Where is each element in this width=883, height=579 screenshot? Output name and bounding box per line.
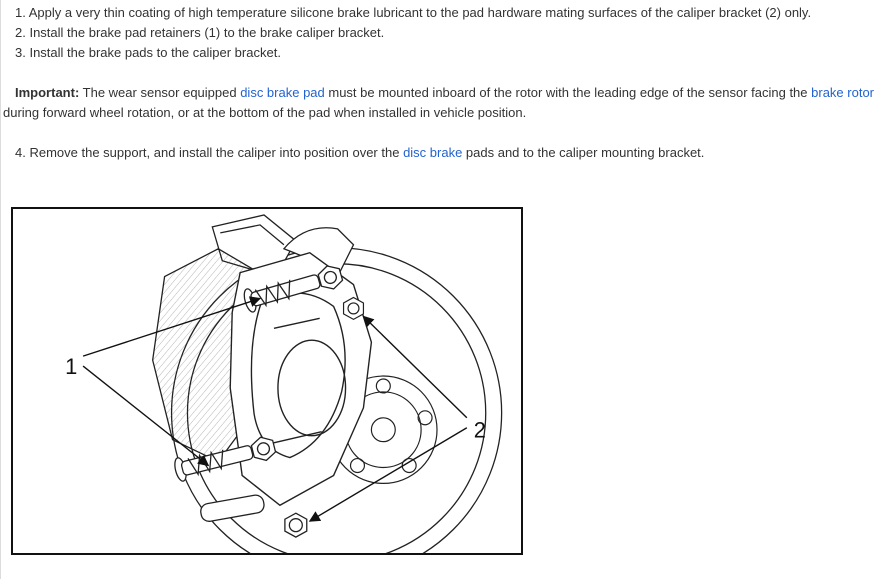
brake-caliper-figure: 1 2 (11, 207, 523, 555)
step-3: 3. Install the brake pads to the caliper… (3, 43, 877, 63)
caliper-bolt-lower (200, 494, 308, 538)
link-brake-rotor[interactable]: brake rotor (811, 85, 875, 100)
important-text-1: The wear sensor equipped (79, 85, 241, 100)
callout-label-2: 2 (474, 418, 486, 443)
step-2-text: 2. Install the brake pad retainers (1) t… (15, 25, 385, 40)
callout-leader-lines (82, 296, 468, 522)
important-label: Important: (15, 85, 80, 100)
caliper-bolt-upper (342, 296, 365, 321)
step-2: 2. Install the brake pad retainers (1) t… (3, 23, 877, 43)
step-1: 1. Apply a very thin coating of high tem… (3, 3, 877, 23)
step-4-text-1: 4. Remove the support, and install the c… (15, 145, 404, 160)
link-disc-brake-pad[interactable]: disc brake pad (240, 85, 325, 100)
retainer-pin-bottom (174, 436, 277, 482)
important-text-2: must be mounted inboard of the rotor wit… (324, 85, 812, 100)
important-text-3: during forward wheel rotation, or at the… (3, 105, 527, 120)
important-note: Important: The wear sensor equipped disc… (3, 83, 877, 123)
step-1-text: 1. Apply a very thin coating of high tem… (15, 5, 812, 20)
step-4-text-2: pads and to the caliper mounting bracket… (462, 145, 705, 160)
callout-label-1: 1 (65, 354, 77, 379)
brake-caliper-illustration: 1 2 (65, 214, 503, 553)
link-disc-brake[interactable]: disc brake (403, 145, 463, 160)
step-4: 4. Remove the support, and install the c… (3, 143, 877, 163)
step-3-text: 3. Install the brake pads to the caliper… (15, 45, 281, 60)
